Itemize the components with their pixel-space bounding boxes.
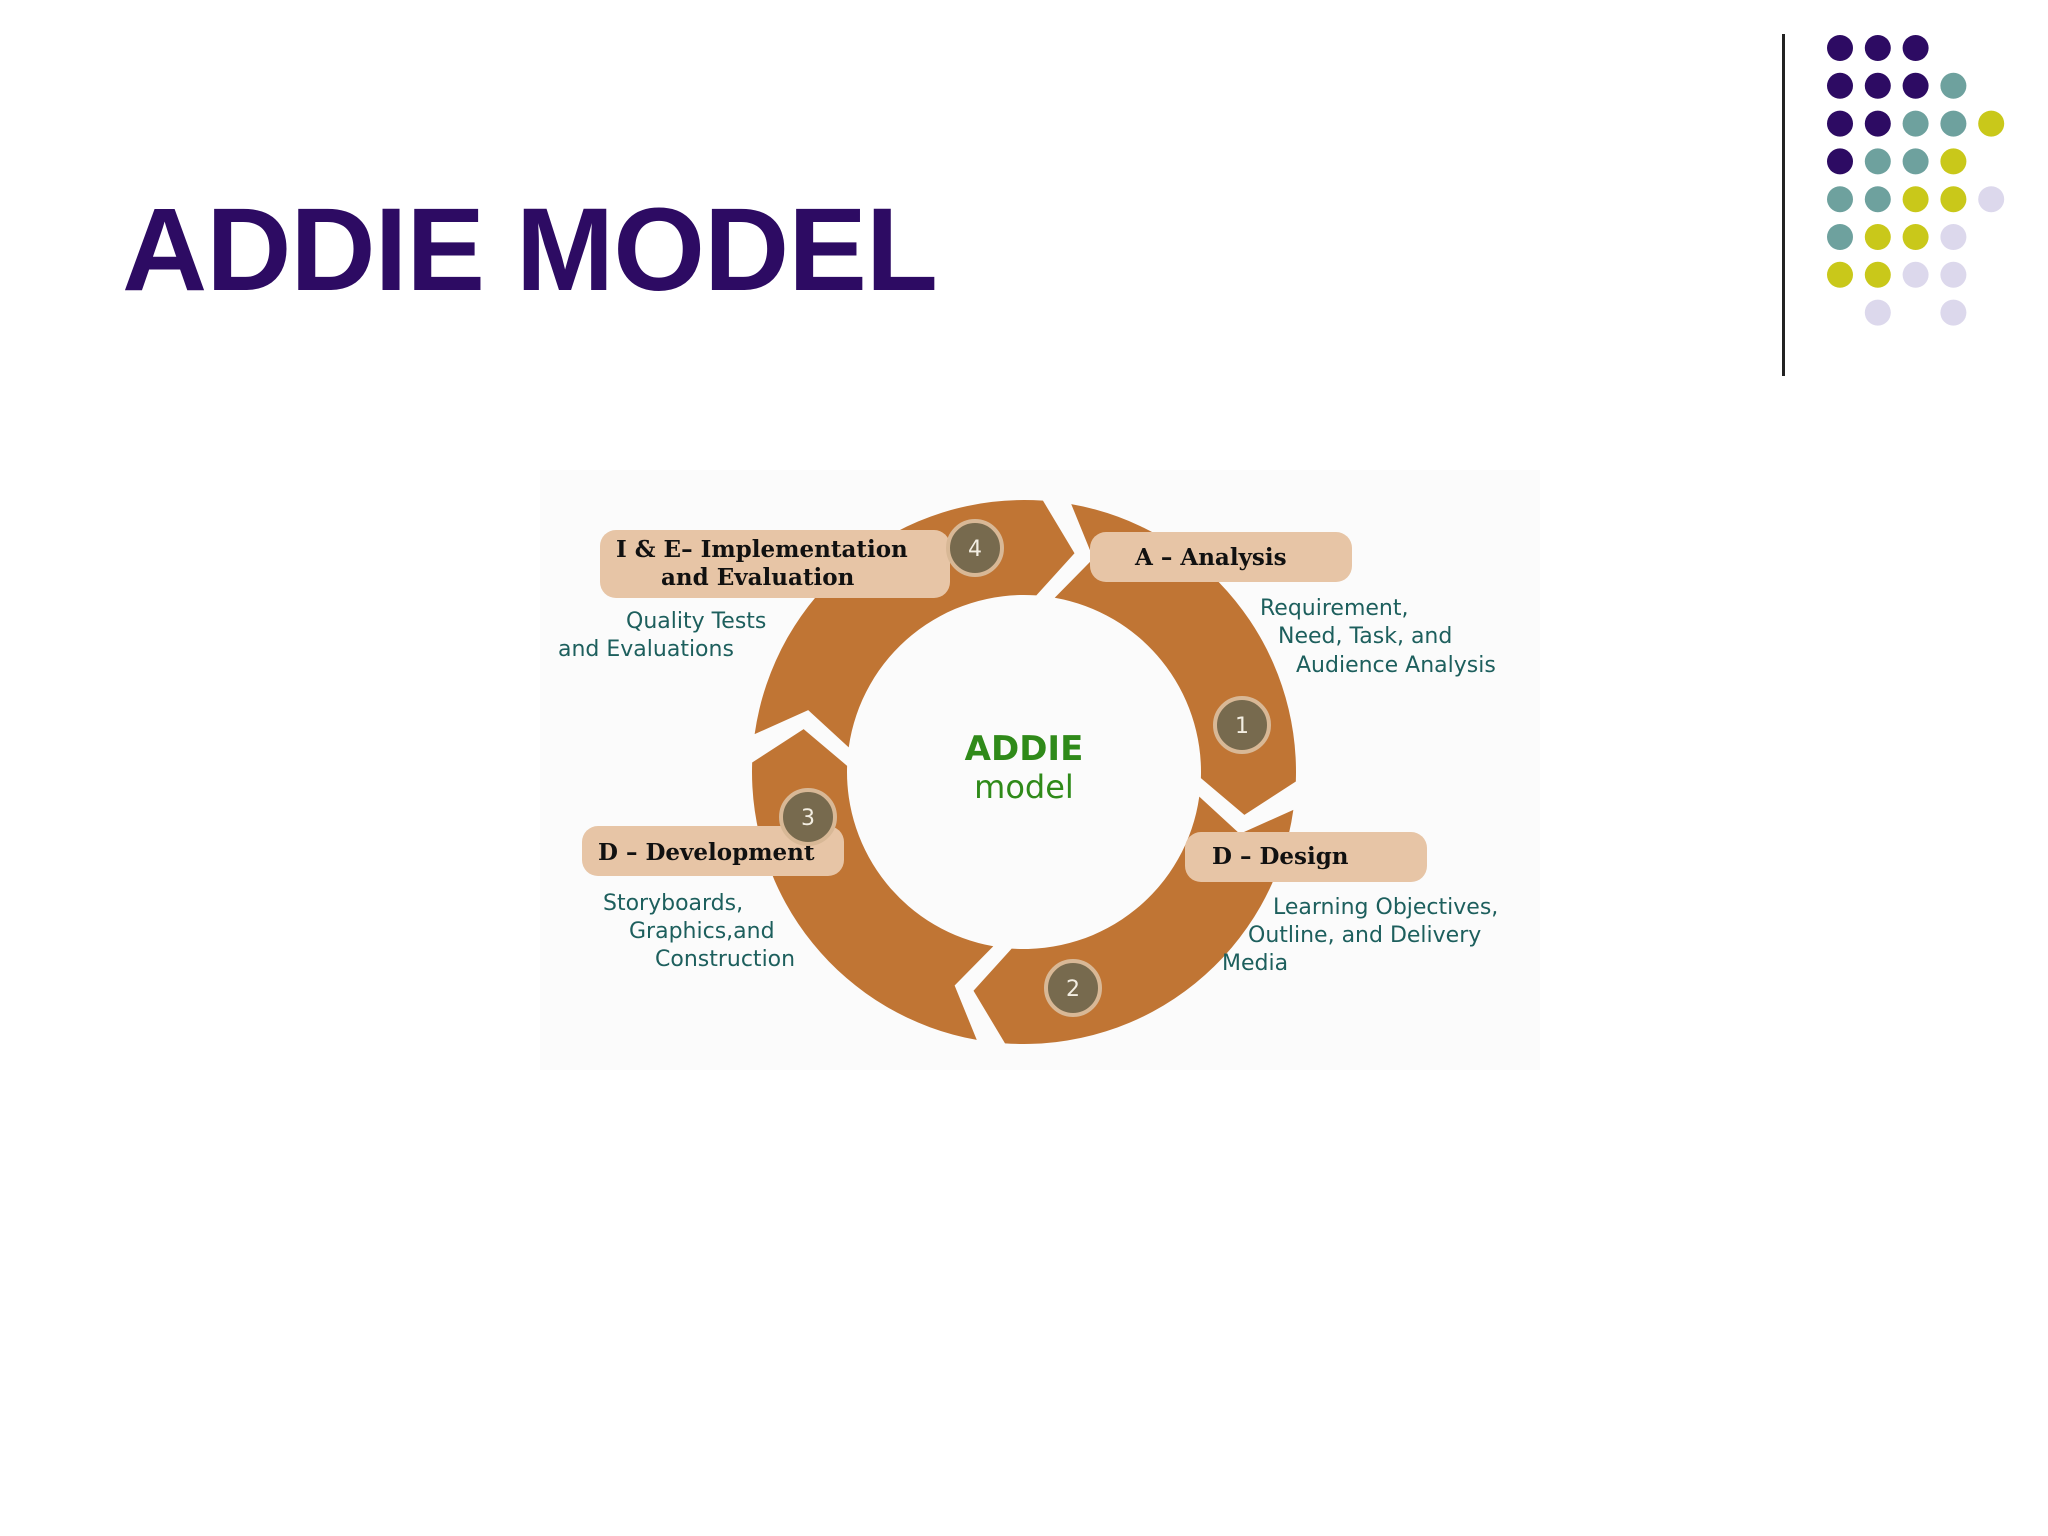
phase-badge-number: 1 (1235, 714, 1249, 739)
phase-design-description-line: Media (1222, 951, 1288, 976)
phase-analysis-label: A – Analysis (1134, 544, 1287, 571)
phase-badge-4: 4 (946, 519, 1004, 577)
phase-analysis: A – Analysis Requirement, Need, Task, an… (1090, 532, 1496, 678)
phase-analysis-description-line: Need, Task, and (1278, 624, 1452, 649)
phase-development-description-line: Construction (655, 947, 795, 972)
phase-badge-1: 1 (1213, 696, 1271, 754)
title-divider-line (1782, 34, 1785, 376)
phase-badge-number: 4 (968, 537, 982, 562)
phase-implementation-evaluation: I & E– Implementation and Evaluation Qua… (558, 530, 950, 662)
phase-badge-number: 3 (801, 806, 815, 831)
center-label-model: model (974, 768, 1074, 806)
phase-development-description-line: Graphics,and (629, 919, 775, 944)
phase-development-pill (582, 826, 844, 876)
phase-design-description-line: Outline, and Delivery (1248, 923, 1481, 948)
phase-analysis-description-line: Audience Analysis (1296, 653, 1496, 678)
phase-badge-2: 2 (1044, 959, 1102, 1017)
phase-implementation-description-line: and Evaluations (558, 637, 734, 662)
phase-design-pill (1185, 832, 1427, 882)
phase-design-description-line: Learning Objectives, (1273, 895, 1498, 920)
slide-title: ADDIE MODEL (122, 184, 938, 316)
center-label-addie: ADDIE (965, 729, 1084, 769)
phase-development-description-line: Storyboards, (603, 891, 743, 916)
phase-development: D – Development Storyboards, Graphics,an… (582, 826, 844, 972)
phase-analysis-description-line: Requirement, (1260, 596, 1408, 621)
phase-analysis-pill (1090, 532, 1352, 582)
phase-implementation-pill (600, 530, 950, 598)
phase-badge-3: 3 (779, 788, 837, 846)
phase-design: D – Design Learning Objectives, Outline,… (1185, 832, 1498, 976)
phase-badge-number: 2 (1066, 977, 1080, 1002)
ring-segment-development (752, 729, 994, 1040)
phase-implementation-label: and Evaluation (661, 564, 855, 591)
phase-implementation-label: I & E– Implementation (616, 536, 908, 563)
phase-design-label: D – Design (1212, 843, 1349, 870)
phase-development-label: D – Development (598, 839, 815, 866)
phase-implementation-description-line: Quality Tests (626, 609, 766, 634)
